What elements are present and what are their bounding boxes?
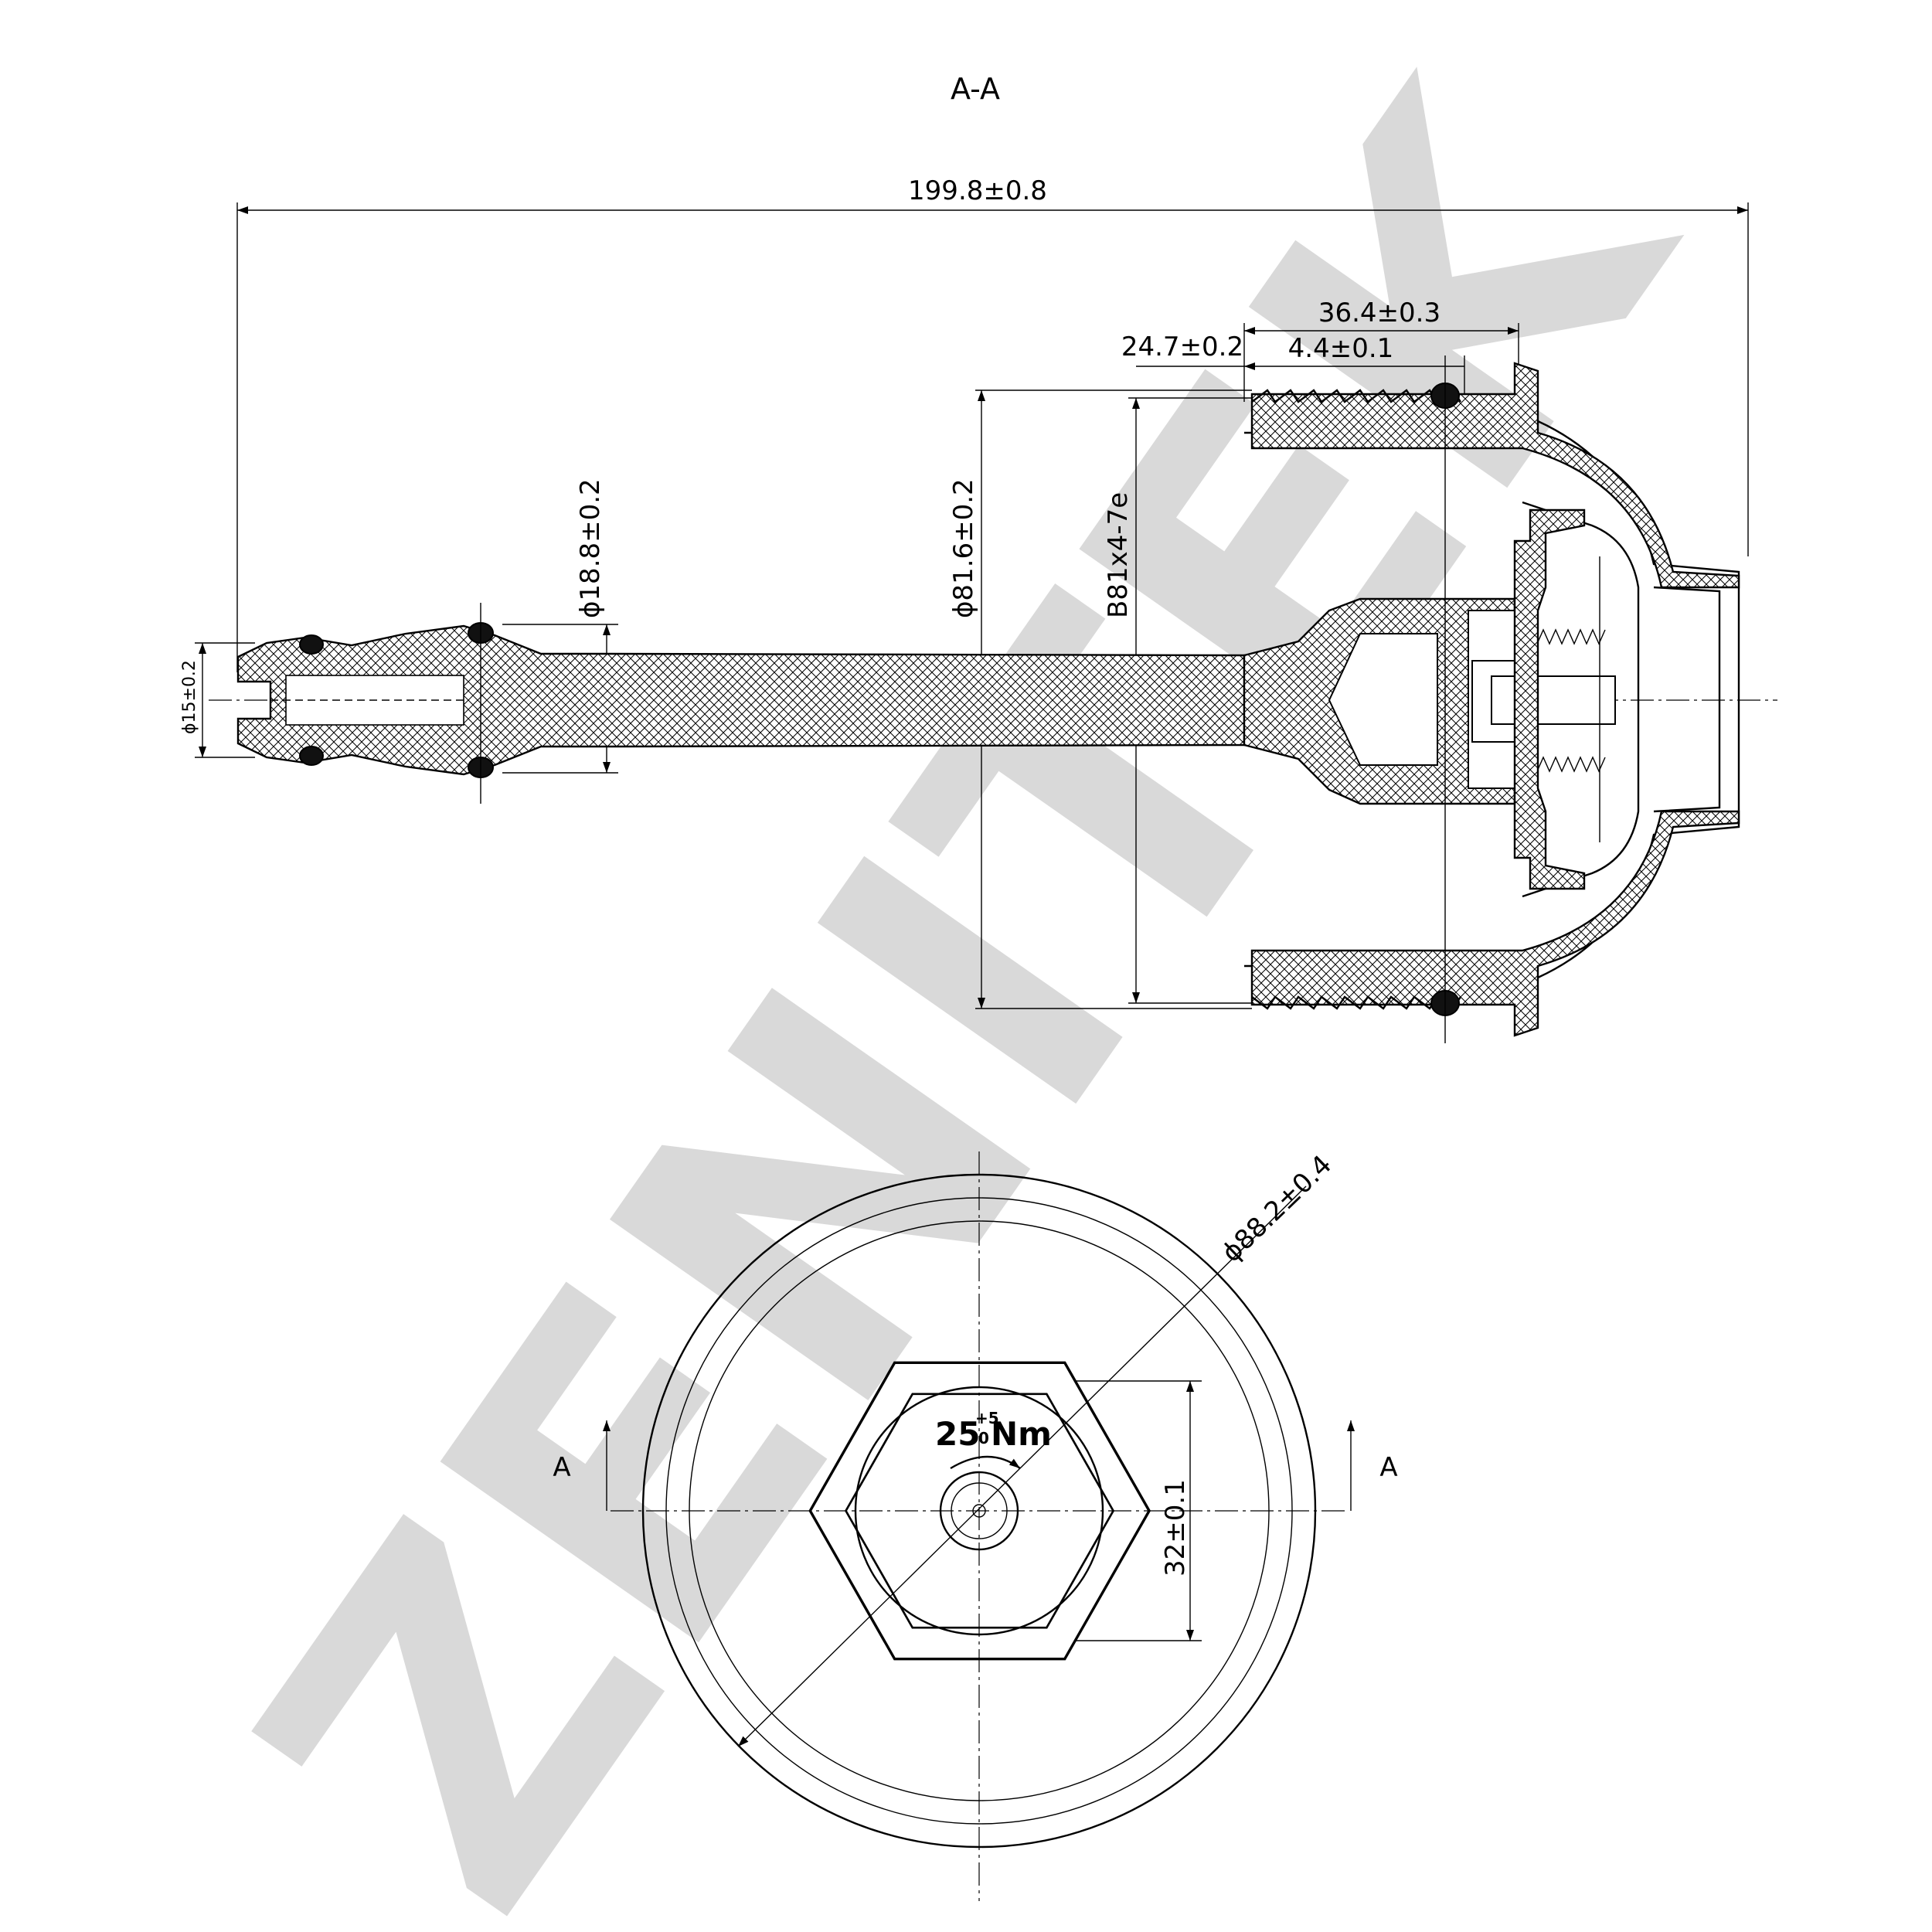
cap-wall-upper (1250, 362, 1740, 589)
cap-housing-outline (1244, 420, 1740, 979)
dim-stem-diameter-label: ϕ18.8±0.2 (575, 478, 606, 618)
outer-rim-inner-circle (665, 1197, 1293, 1825)
dim-thread-spec-label: B81x4-7e (1103, 492, 1134, 618)
dim-thread-length-label: 36.4±0.3 (1318, 298, 1440, 328)
o-ring-tip-bottom (299, 746, 324, 766)
section-view: A-A 199.8±0.8 36.4±0.3 4.4±0.1 24.7±0.2 (180, 72, 1777, 1043)
hex-boss-circle (854, 1386, 1104, 1636)
dim-tip-diameter: ϕ15±0.2 (180, 642, 255, 758)
section-arrow-right: A (1347, 1420, 1398, 1511)
dim-body-diameter-label: ϕ81.6±0.2 (948, 478, 979, 618)
hex-inner (844, 1393, 1115, 1629)
cone-cavity (1328, 633, 1438, 766)
cap-hex-outline (1653, 586, 1721, 813)
dim-thread-offset-label: 24.7±0.2 (1121, 332, 1243, 362)
dim-overall-length: 199.8±0.8 (236, 175, 1749, 672)
valve-spindle (1491, 675, 1616, 725)
dim-stem-diameter: ϕ18.8±0.2 (502, 478, 618, 774)
valve-ring-inner (951, 1482, 1008, 1539)
cap-inner-outline (1522, 501, 1640, 898)
outer-rim-innermost-circle (689, 1220, 1270, 1801)
dim-body-diameter: ϕ81.6±0.2 (948, 389, 1252, 1009)
dim-thread-spec: B81x4-7e (1103, 397, 1252, 1004)
hex-outer (808, 1361, 1151, 1661)
section-arrow-left: A (553, 1420, 611, 1511)
torque-tol-upper: +5 (975, 1409, 999, 1427)
dim-tip-diameter-label: ϕ15±0.2 (180, 660, 199, 734)
dim-outer-diameter-label: ϕ88.2±0.4 (1216, 1149, 1338, 1268)
dim-hex-across-flats: 32±0.1 (1074, 1380, 1202, 1641)
valve-pin (972, 1504, 986, 1518)
valve-ring-outer (939, 1471, 1019, 1551)
stem-tip (236, 624, 1246, 776)
torque-value: 25 (935, 1415, 980, 1453)
thread-teeth-top (1251, 389, 1461, 403)
section-title: A-A (951, 72, 1000, 106)
o-ring-tip-top (299, 634, 324, 655)
torque-unit: Nm (991, 1415, 1052, 1453)
dim-hex-across-flats-label: 32±0.1 (1160, 1479, 1191, 1577)
dim-overall-length-label: 199.8±0.8 (908, 175, 1047, 206)
cap-wall-lower (1250, 810, 1740, 1037)
torque-tol-lower: 0 (978, 1429, 989, 1447)
torque-arrow (950, 1455, 1021, 1470)
section-mark-right: A (1379, 1452, 1397, 1483)
dim-thread-group: 36.4±0.3 4.4±0.1 24.7±0.2 (1121, 298, 1519, 402)
section-mark-left: A (553, 1452, 570, 1483)
dim-seal-offset-label: 4.4±0.1 (1288, 333, 1394, 364)
outer-rim-circle (641, 1173, 1317, 1849)
inner-cup (1513, 509, 1586, 890)
torque-marking: 25 +5 0 Nm (935, 1409, 1052, 1470)
thread-teeth-bottom (1251, 995, 1461, 1010)
